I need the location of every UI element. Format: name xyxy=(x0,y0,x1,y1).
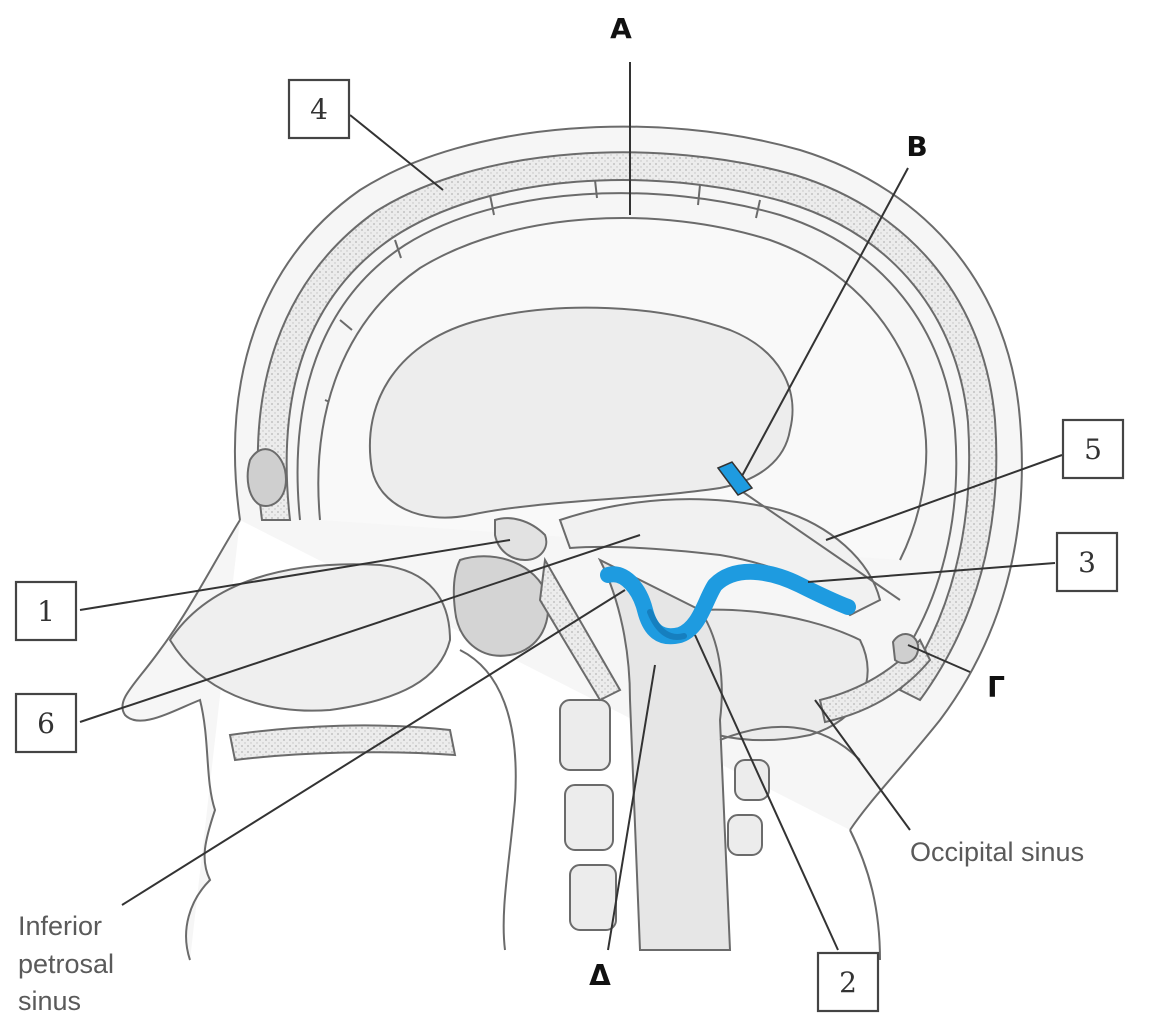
label-gamma: Γ xyxy=(987,671,1005,704)
label-a: A xyxy=(610,12,632,45)
label-inferior-petrosal-2: petrosal xyxy=(18,949,114,979)
label-4: 4 xyxy=(310,93,328,126)
neck-outline xyxy=(850,830,880,960)
frontal-sinus xyxy=(248,449,286,506)
label-inferior-petrosal-3: sinus xyxy=(18,986,81,1016)
label-b: B xyxy=(906,130,927,163)
label-occipital-sinus: Occipital sinus xyxy=(910,837,1084,867)
text-labels: Occipital sinus Inferior petrosal sinus xyxy=(18,837,1084,1016)
label-inferior-petrosal-1: Inferior xyxy=(18,911,102,941)
pharynx xyxy=(460,650,516,950)
illustration xyxy=(122,127,1022,960)
label-6: 6 xyxy=(37,707,55,740)
label-5: 5 xyxy=(1084,433,1102,466)
hard-palate xyxy=(230,725,455,760)
label-1: 1 xyxy=(37,595,55,628)
hemisphere-medial xyxy=(370,308,793,518)
label-delta: Δ xyxy=(589,959,611,992)
label-2: 2 xyxy=(839,966,857,999)
label-3: 3 xyxy=(1078,546,1096,579)
